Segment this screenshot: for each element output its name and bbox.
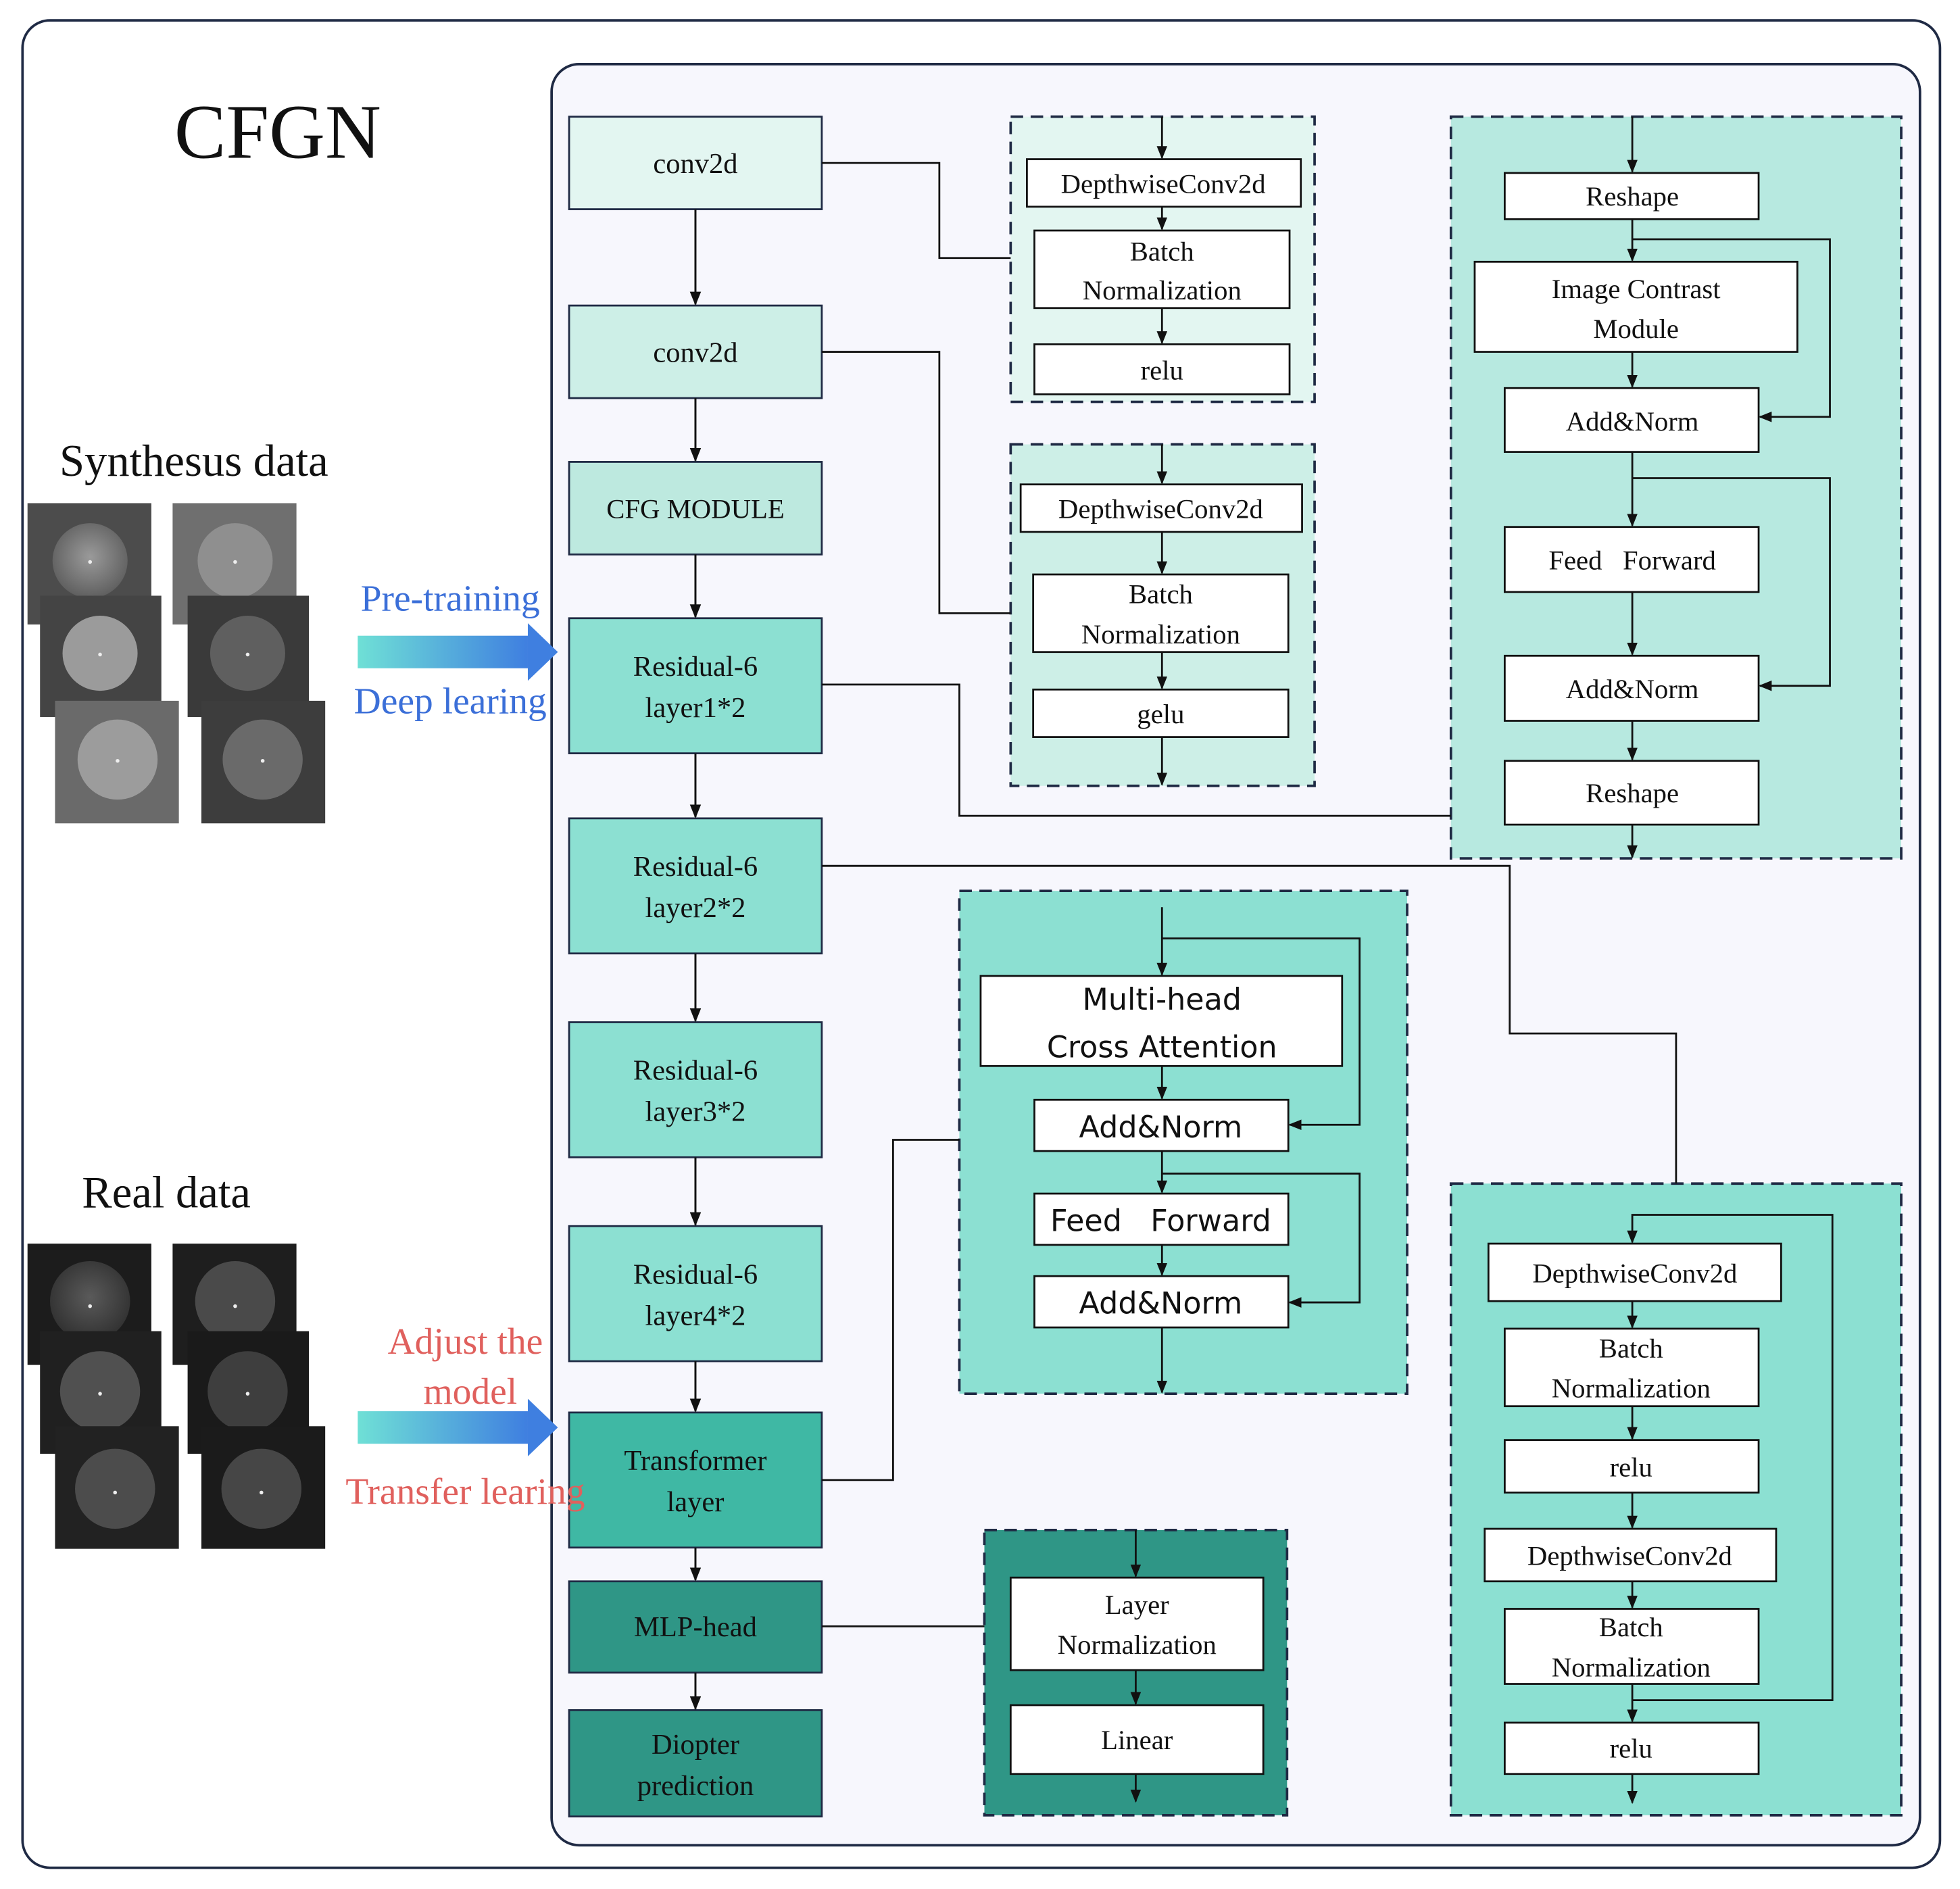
ct-reshape-out: Reshape [1586,778,1679,808]
residual4-label-b: layer4*2 [645,1300,746,1331]
ct-feed-forward: Feed Forward [1548,545,1716,576]
diopter-label-a: Diopter [652,1729,739,1761]
ct-icm-a: Image Contrast [1552,274,1721,304]
cb1-normalization: Normalization [1083,275,1242,305]
cb2-normalization: Normalization [1081,619,1240,649]
conv2d-label-2: conv2d [653,337,737,368]
cb2-batch: Batch [1129,579,1193,610]
rb-normalization-1: Normalization [1552,1373,1711,1404]
att-mhca-a: Multi-head [1083,983,1242,1017]
rb-relu-2: relu [1610,1734,1652,1764]
residual4-label-a: Residual-6 [633,1258,758,1290]
pretrain-arrow [358,623,558,681]
inner-boxes [979,158,1798,1775]
cb1-batch: Batch [1130,236,1194,266]
rb-normalization-2: Normalization [1552,1652,1711,1682]
residual3-label-b: layer3*2 [645,1096,746,1128]
adjust-model-label-2: model [423,1371,517,1413]
mlp-linear: Linear [1101,1725,1173,1755]
rb-depthwise-2: DepthwiseConv2d [1527,1541,1732,1571]
transfer-learning-label: Transfer learing [345,1471,585,1513]
deep-learning-label: Deep learing [354,681,547,722]
adjust-model-label-1: Adjust the [388,1321,543,1363]
conv2d-label-1: conv2d [653,148,737,180]
inner-arrows [1130,116,1834,1805]
att-addnorm-2: Add&Norm [1079,1287,1243,1321]
transformer-label-b: layer [666,1486,724,1518]
diopter-label-b: prediction [637,1770,754,1802]
cfg-module-label: CFG MODULE [606,494,784,524]
residual-layer1-box [568,617,823,755]
cb2-gelu: gelu [1137,699,1184,729]
ct-icm-b: Module [1593,314,1679,344]
rb-depthwise-1: DepthwiseConv2d [1532,1258,1737,1288]
residual1-label-a: Residual-6 [633,651,758,683]
transfer-arrow [358,1398,558,1456]
transformer-layer-box [568,1411,823,1549]
conv2d-box-2 [568,304,823,399]
pretraining-label: Pre-training [361,579,540,620]
diopter-prediction-box [568,1709,823,1818]
rb-relu-1: relu [1610,1452,1652,1482]
residual-layer2-box [568,817,823,955]
residual-layer4-box [568,1225,823,1363]
real-image-stack [27,1244,326,1549]
residual2-label-a: Residual-6 [633,851,758,883]
mlp-normalization: Normalization [1058,1629,1217,1660]
mlp-head-box [568,1580,823,1674]
ct-addnorm-2: Add&Norm [1566,674,1699,704]
ct-reshape-in: Reshape [1586,181,1679,212]
contrast-block-panel [1449,115,1903,860]
transformer-label-a: Transformer [624,1445,766,1477]
mlp-head-label: MLP-head [634,1611,757,1643]
diagram-title: CFGN [174,89,381,175]
residual3-label-a: Residual-6 [633,1055,758,1087]
synthetic-data-label: Synthesus data [59,437,328,486]
cb1-depthwise: DepthwiseConv2d [1061,169,1266,199]
residual1-label-b: layer1*2 [645,692,746,724]
real-data-label: Real data [82,1168,251,1217]
mlp-layer: Layer [1105,1590,1169,1620]
ct-addnorm-1: Add&Norm [1566,406,1699,437]
rb-batch-1: Batch [1599,1333,1663,1363]
att-feed-forward: Feed Forward [1050,1204,1271,1239]
connector-lines [821,162,1677,1627]
residual2-label-b: layer2*2 [645,892,746,924]
rb-batch-2: Batch [1599,1612,1663,1642]
att-addnorm-1: Add&Norm [1079,1110,1243,1145]
synthetic-image-stack [27,503,326,824]
att-mhca-b: Cross Attention [1047,1030,1277,1064]
main-pipeline [568,116,823,1818]
cb1-relu: relu [1141,355,1183,385]
cb2-depthwise: DepthwiseConv2d [1058,494,1263,524]
residual-layer3-box [568,1021,823,1158]
